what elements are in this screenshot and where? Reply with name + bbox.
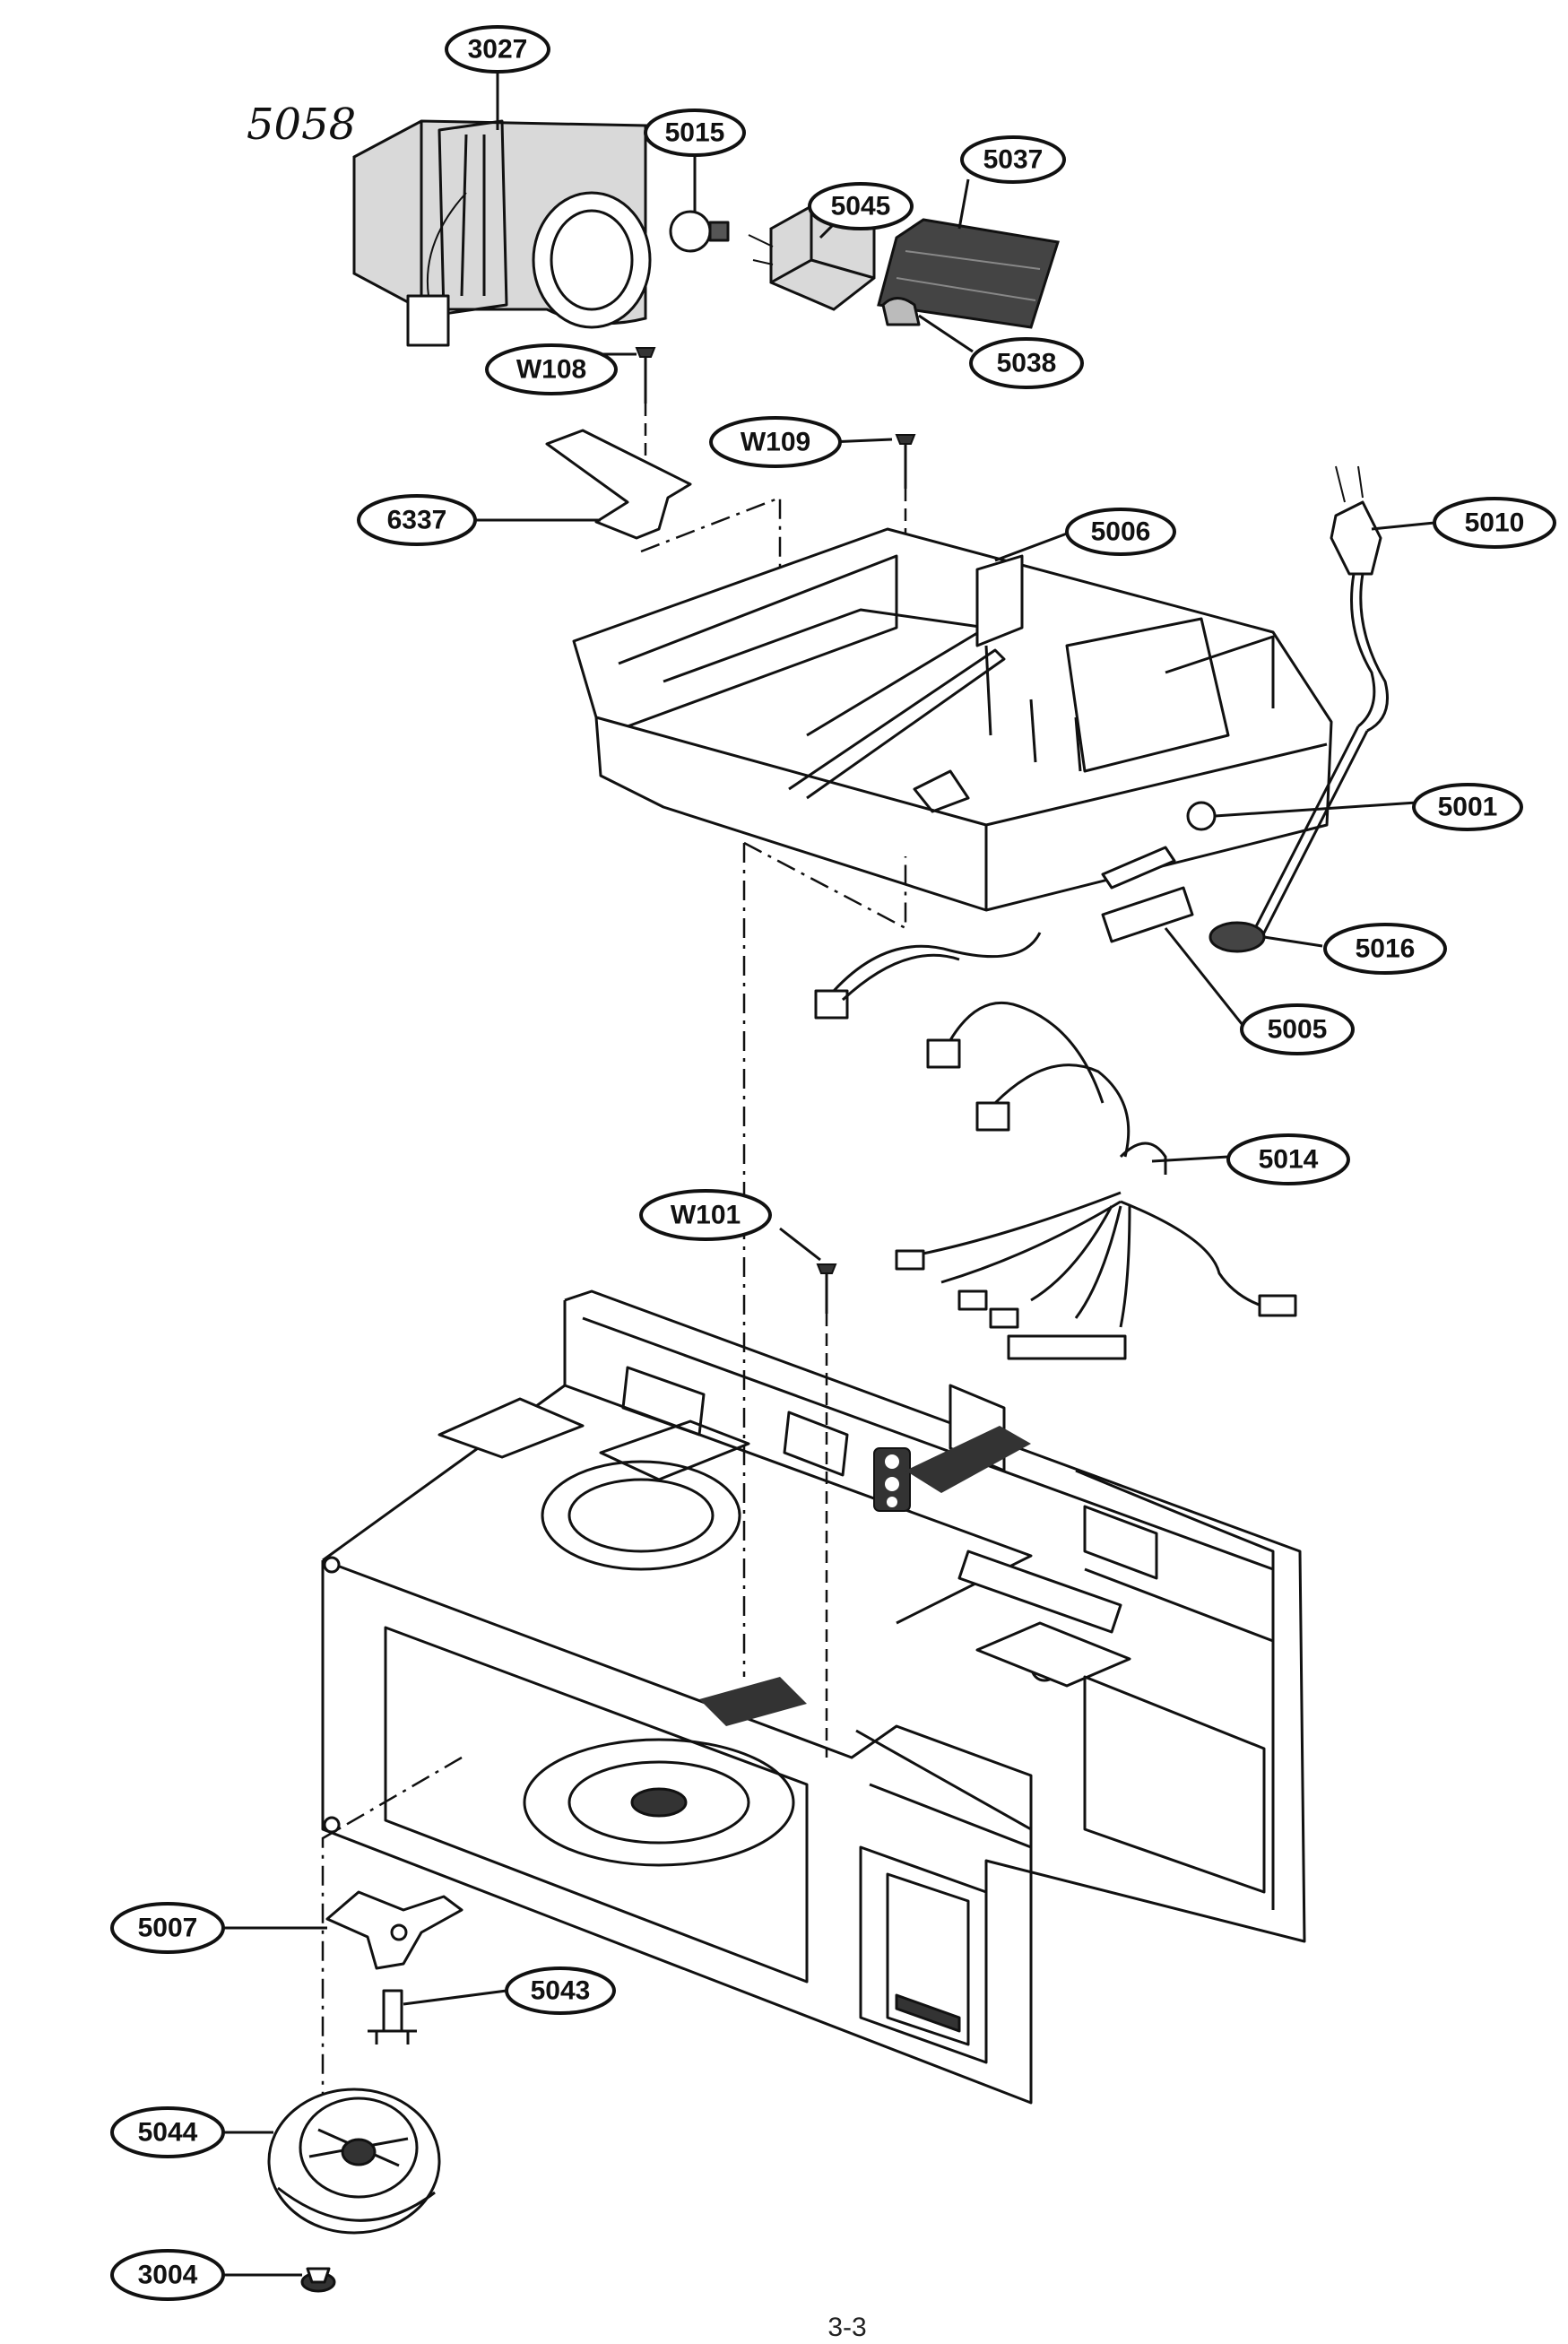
oven-cavity [321, 1289, 1306, 2105]
label-5006: 5006 [1065, 508, 1176, 556]
label-w108: W108 [485, 343, 618, 395]
guide-line [743, 841, 907, 931]
label-3027: 3027 [445, 25, 550, 74]
base-plate [572, 527, 1333, 912]
label-5001: 5001 [1412, 783, 1523, 831]
svg-text:5016: 5016 [1356, 934, 1416, 964]
svg-text:5015: 5015 [665, 118, 725, 148]
handwritten-part-number: 5058 [247, 100, 356, 150]
blower-fan-assembly [352, 119, 652, 347]
label-6337: 6337 [357, 494, 477, 546]
power-cord [1249, 465, 1435, 942]
label-5037: 5037 [960, 135, 1066, 184]
svg-text:5037: 5037 [983, 145, 1044, 175]
label-5005: 5005 [1240, 1003, 1355, 1055]
svg-text:W109: W109 [741, 428, 810, 457]
screw-3004 [224, 2267, 336, 2293]
label-5043: 5043 [505, 1966, 616, 2015]
lamp-cover [881, 297, 974, 353]
lamp-bulb [669, 157, 730, 253]
label-3004: 3004 [110, 2249, 225, 2301]
svg-text:5005: 5005 [1268, 1015, 1328, 1045]
label-5016: 5016 [1323, 923, 1447, 975]
label-5014: 5014 [1226, 1133, 1350, 1185]
label-w109: W109 [709, 416, 842, 468]
drive-shaft [368, 1989, 507, 2044]
svg-text:5043: 5043 [531, 1976, 591, 2006]
fuse-5001 [1101, 801, 1417, 890]
label-5044: 5044 [110, 2106, 225, 2158]
thermostat-5016 [1208, 921, 1323, 953]
label-5038: 5038 [969, 337, 1084, 389]
svg-text:5001: 5001 [1438, 793, 1498, 822]
svg-text:5014: 5014 [1259, 1145, 1319, 1175]
label-5007: 5007 [110, 1902, 225, 1954]
svg-text:W108: W108 [516, 355, 586, 385]
bracket-6337 [545, 429, 692, 540]
svg-text:6337: 6337 [387, 506, 447, 535]
label-5045: 5045 [808, 182, 914, 230]
page-number: 3-3 [827, 2313, 866, 2342]
svg-text:W101: W101 [671, 1201, 741, 1230]
svg-text:5044: 5044 [138, 2118, 198, 2148]
svg-text:3004: 3004 [138, 2261, 198, 2290]
charcoal-filter [877, 178, 1060, 329]
svg-text:5007: 5007 [138, 1914, 198, 1943]
screw-w101 [779, 1227, 837, 1758]
svg-text:5045: 5045 [831, 192, 891, 221]
turntable-motor [224, 2088, 441, 2235]
fuse-holder-5005 [1101, 886, 1248, 1030]
guide-line [321, 1756, 463, 2161]
svg-text:5010: 5010 [1465, 508, 1525, 538]
guide-line [640, 496, 782, 592]
svg-text:5006: 5006 [1091, 517, 1151, 547]
label-w101: W101 [639, 1189, 772, 1241]
label-5015: 5015 [644, 109, 746, 157]
label-5010: 5010 [1433, 497, 1556, 549]
svg-text:5038: 5038 [997, 349, 1057, 378]
svg-text:3027: 3027 [468, 35, 528, 65]
wire-harness [814, 932, 1297, 1360]
roller-guide [224, 1890, 463, 1970]
